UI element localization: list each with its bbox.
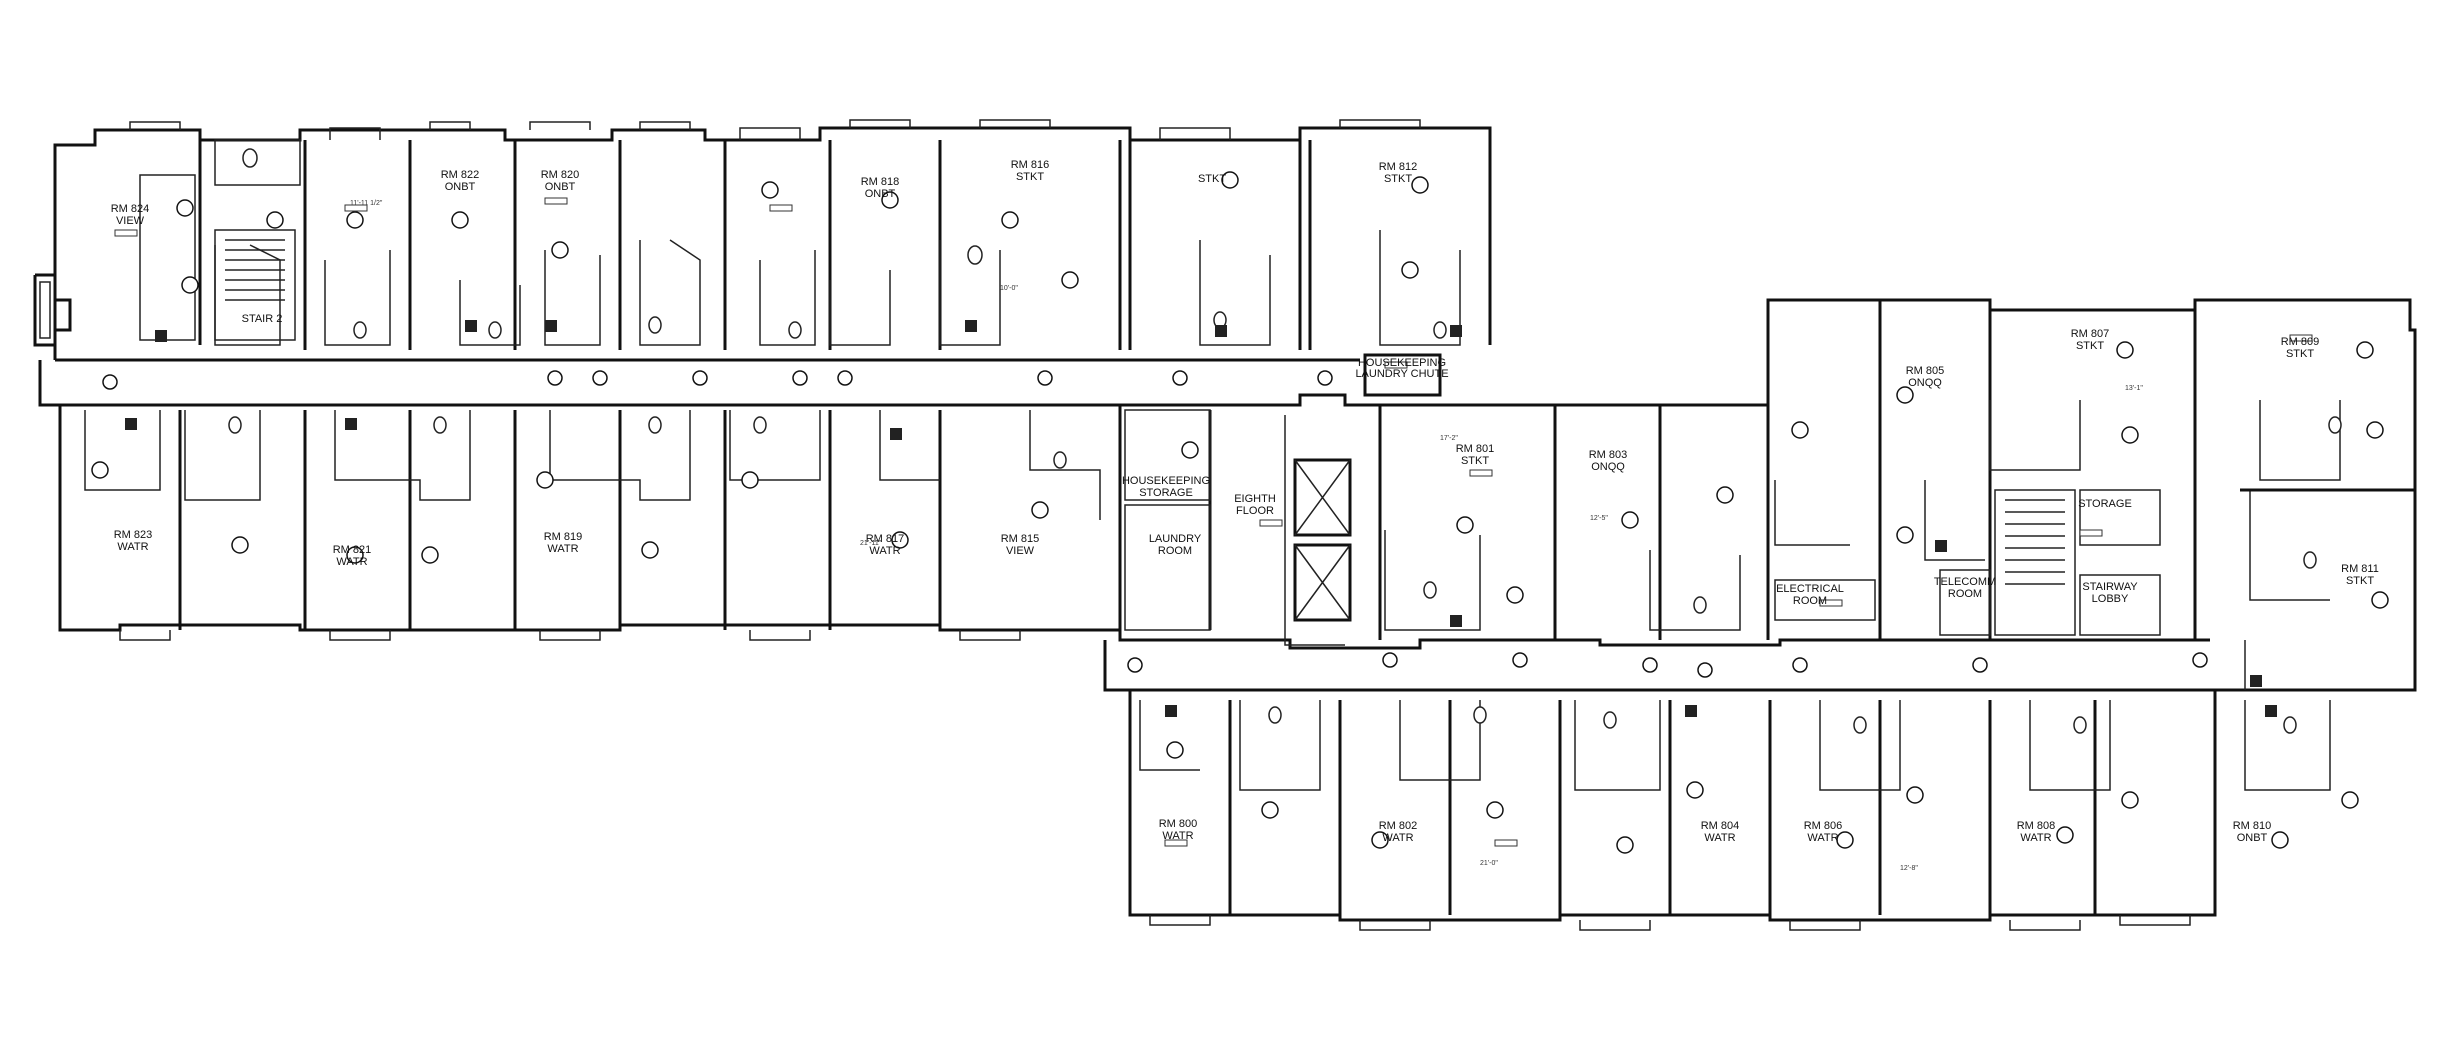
stair-2-label: STAIR 2 (242, 313, 283, 325)
svg-text:12'-8": 12'-8" (1900, 865, 1918, 872)
storage-label: STORAGE (2078, 498, 2132, 510)
building-outline (33, 119, 2417, 922)
svg-text:21'-0": 21'-0" (1480, 860, 1498, 867)
stair-treads-east (2005, 499, 2065, 585)
stair-treads-north (225, 239, 285, 301)
svg-text:21'-11": 21'-11" (860, 540, 882, 547)
svg-text:11'-11 1/2": 11'-11 1/2" (350, 200, 383, 207)
north-room-partitions (139, 139, 1461, 397)
fixtures: 11'-11 1/2" 10'-0" 17'-2" 21'-11" 12'-5"… (91, 148, 2389, 872)
room-label-814: STKT (1198, 173, 1226, 185)
svg-text:13'-1": 13'-1" (2125, 385, 2143, 392)
svg-text:12'-5": 12'-5" (1590, 515, 1608, 522)
svg-text:10'-0": 10'-0" (1000, 285, 1018, 292)
south-east-partitions (119, 630, 2331, 931)
south-west-partitions (84, 409, 1352, 646)
middle-east-partitions (1378, 300, 2415, 690)
svg-text:17'-2": 17'-2" (1440, 435, 1458, 442)
